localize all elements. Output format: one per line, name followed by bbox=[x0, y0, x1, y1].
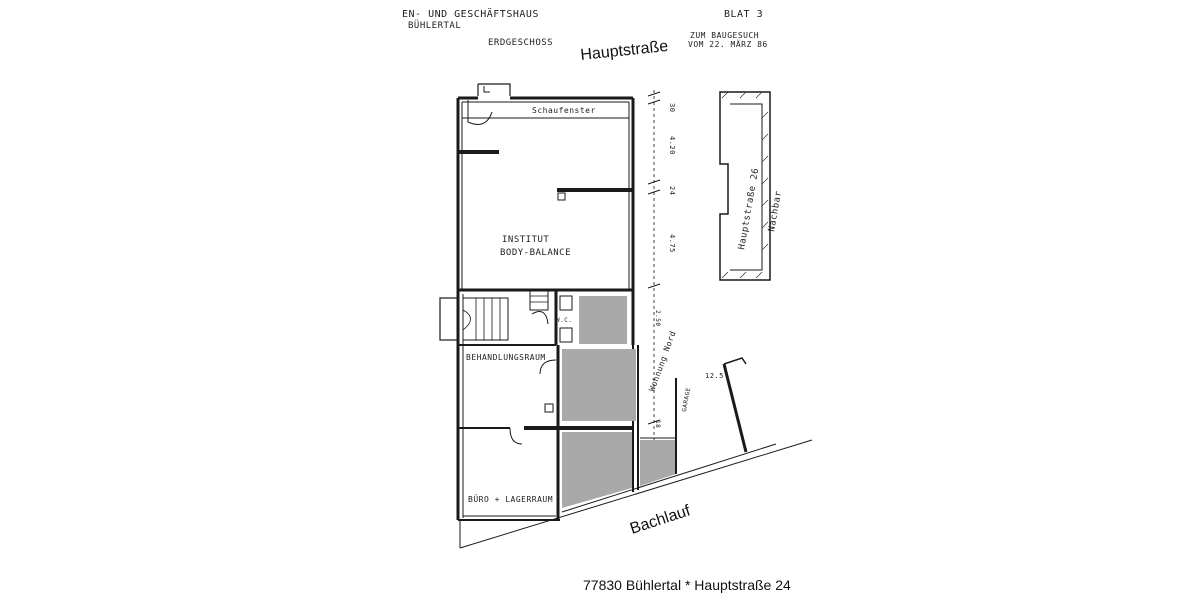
header-floor: ERDGESCHOSS bbox=[488, 38, 553, 48]
street-label-creek: Bachlauf bbox=[628, 502, 693, 538]
dimension-250: 2.50 bbox=[654, 310, 661, 326]
room-label-wc: W.C. bbox=[556, 317, 572, 324]
property-boundary: 12.5 bbox=[459, 357, 813, 549]
dimension-475: 4.75 bbox=[668, 234, 676, 253]
dimension-24: 24 bbox=[668, 186, 676, 195]
header-submission-line2: VOM 22. MÄRZ 86 bbox=[688, 39, 768, 49]
header-submission-line1: ZUM BAUGESUCH bbox=[690, 31, 759, 40]
dimension-line: 30 4.20 24 4.75 2.50 18 bbox=[647, 90, 676, 440]
dimension-30: 30 bbox=[668, 103, 676, 112]
header-sheet: BLAT 3 bbox=[724, 9, 763, 20]
wc-area bbox=[531, 295, 573, 413]
room-label-office: BÜRO + LAGERRAUM bbox=[468, 494, 553, 504]
shaded-areas bbox=[562, 296, 676, 508]
header-line1: EN- UND GESCHÄFTSHAUS bbox=[402, 7, 539, 20]
dimension-420: 4.20 bbox=[668, 136, 676, 155]
room-label-garage: GARAGE bbox=[681, 387, 692, 413]
room-label-treatment: BEHANDLUNGSRAUM bbox=[466, 353, 546, 362]
stairway bbox=[439, 290, 549, 341]
street-label-main: Hauptstraße bbox=[580, 38, 669, 64]
dimension-125: 12.5 bbox=[705, 372, 724, 380]
dimension-18: 18 bbox=[654, 420, 661, 428]
entrance-door bbox=[467, 83, 511, 125]
neighbor-note-line1: Hauptstraße 26 bbox=[737, 167, 761, 250]
garage-walls bbox=[640, 378, 677, 474]
room-label-window: Schaufenster bbox=[532, 106, 596, 115]
neighbor-building: Hauptstraße 26 Nachbar bbox=[719, 91, 784, 281]
side-note: Wohnung Nord bbox=[647, 330, 677, 393]
room-label-institute-line1: INSTITUT bbox=[502, 235, 549, 245]
room-label-institute-line2: BODY-BALANCE bbox=[500, 248, 571, 258]
shaded-area-middle bbox=[562, 349, 636, 421]
address-footer: 77830 Bühlertal * Hauptstraße 24 bbox=[583, 577, 791, 593]
shaded-area-garage bbox=[640, 440, 676, 486]
header-line2: BÜHLERTAL bbox=[408, 20, 461, 31]
shaded-area-top bbox=[579, 296, 627, 344]
shaded-area-bottom bbox=[562, 432, 632, 508]
